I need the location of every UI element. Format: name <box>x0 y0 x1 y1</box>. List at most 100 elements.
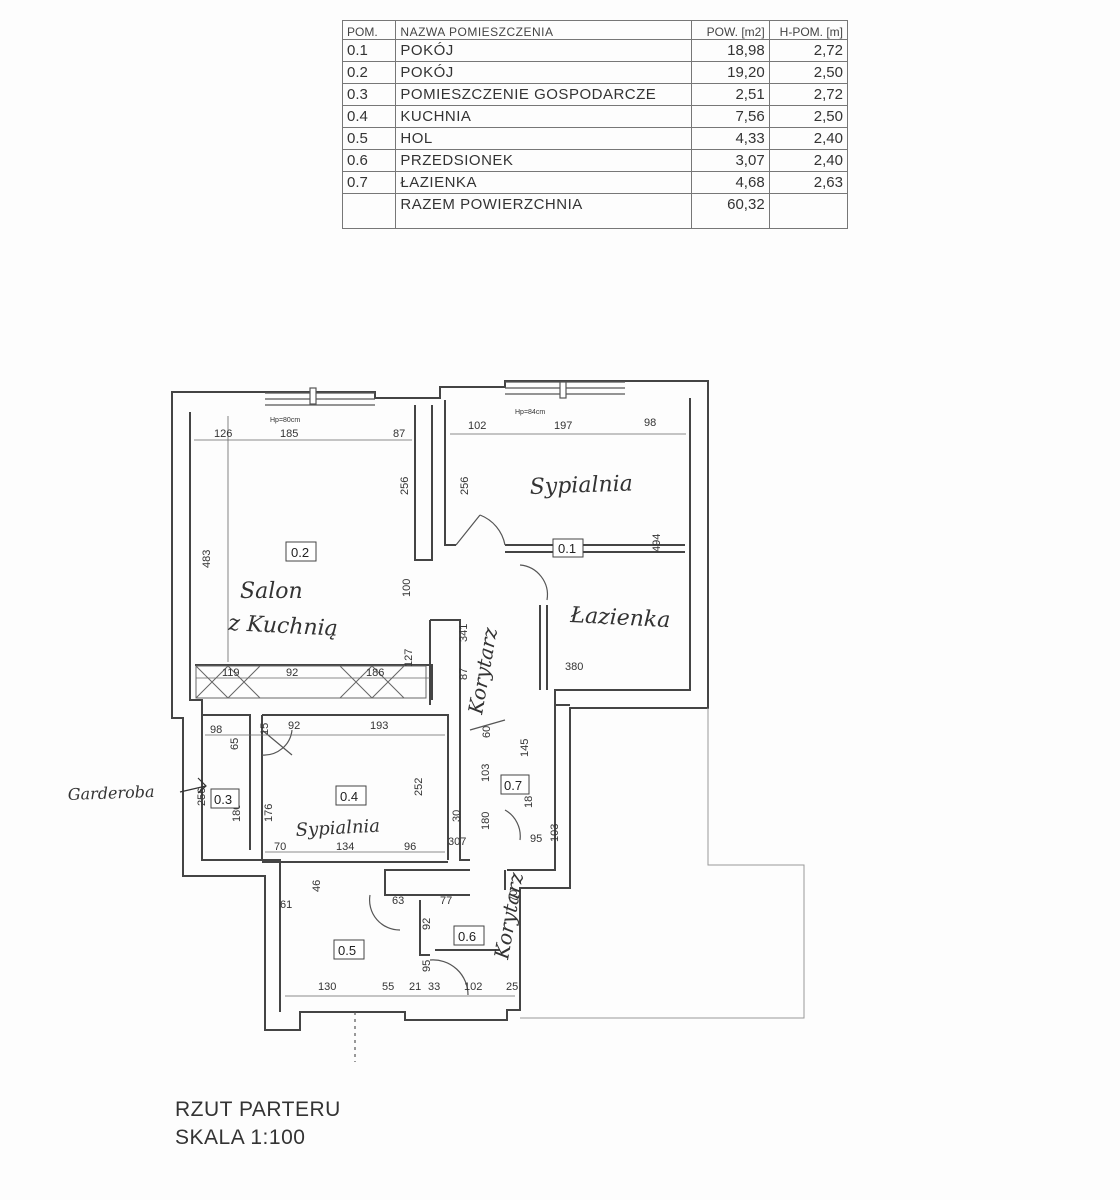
dim-label: 130 <box>318 981 336 993</box>
dim-label: 145 <box>519 739 531 757</box>
dim-label: 87 <box>458 668 470 680</box>
room-no: 0.4 <box>341 105 397 128</box>
handwritten-sypialnia-bottom: Sypialnia <box>295 816 380 841</box>
table-row: 0.4 KUCHNIA 7,56 2,50 <box>341 105 849 128</box>
door-vestibule <box>429 959 469 996</box>
dim-label: 119 <box>222 667 240 679</box>
handwritten-salon: Salon <box>240 579 303 604</box>
dim-label: 256 <box>459 477 471 495</box>
dim-label: 127 <box>403 649 415 667</box>
caption-title: RZUT PARTERU <box>175 1098 341 1121</box>
dim-label: 307 <box>448 836 466 848</box>
window-mark-2 <box>559 381 567 399</box>
room-tag-0-5: 0.5 <box>338 943 356 958</box>
dim-label: 46 <box>311 880 323 892</box>
dim-label: 103 <box>549 824 561 842</box>
window-mark-1 <box>309 387 317 405</box>
room-area: 2,51 <box>690 83 770 106</box>
dim-label: 185 <box>280 428 298 440</box>
table-row: 0.3 POMIESZCZENIE GOSPODARCZE 2,51 2,72 <box>341 83 849 106</box>
dim-label: 256 <box>196 788 208 806</box>
wall-kitchen <box>202 714 449 860</box>
room-tag-0-2: 0.2 <box>291 545 309 560</box>
dim-label: 483 <box>201 550 213 568</box>
wall-bedroom-left <box>444 400 456 546</box>
room-no: 0.1 <box>341 39 397 62</box>
garderoba-arrow <box>179 777 207 794</box>
room-area: 3,07 <box>690 149 770 172</box>
dim-label: 252 <box>413 778 425 796</box>
dimension-labels: 126 185 87 102 197 98 256 256 483 100 49… <box>196 417 663 993</box>
room-tags: 0.1 0.2 0.3 0.4 0.5 0.6 0.7 <box>210 538 584 960</box>
total-label: RAZEM POWIERZCHNIA <box>395 193 692 229</box>
room-name: PRZEDSIONEK <box>395 149 692 172</box>
dim-label: 25 <box>506 981 518 993</box>
room-no: 0.5 <box>341 127 397 150</box>
wall-bathroom-top <box>505 544 685 553</box>
dim-label: 102 <box>468 420 486 432</box>
wall-hall <box>384 870 506 956</box>
dim-label: 87 <box>393 428 405 440</box>
dim-label: 186 <box>366 667 384 679</box>
dimension-lines <box>194 416 686 997</box>
dim-label: 33 <box>428 981 440 993</box>
room-tag-0-3: 0.3 <box>214 792 232 807</box>
dim-label: 180 <box>480 812 492 830</box>
dim-label: 193 <box>370 720 388 732</box>
room-name: POMIESZCZENIE GOSPODARCZE <box>395 83 692 106</box>
room-area: 18,98 <box>690 39 770 62</box>
room-height: 2,50 <box>768 61 849 84</box>
door-swings <box>261 514 549 1062</box>
wall-vestibule <box>384 869 500 951</box>
dim-label: 126 <box>214 428 232 440</box>
handwritten-garderoba: Garderoba <box>67 782 154 804</box>
outer-wall-inner <box>189 412 281 1012</box>
door-kitchen <box>261 729 293 756</box>
dim-label: 92 <box>286 667 298 679</box>
window-note-salon: Hp=80cm <box>270 417 300 424</box>
outer-wall-inner-right <box>507 398 691 871</box>
room-tag-box <box>500 774 530 795</box>
dim-label: 96 <box>404 841 416 853</box>
wall-bathroom-left <box>539 605 548 690</box>
dim-label: 197 <box>554 420 572 432</box>
room-height: 2,40 <box>768 127 849 150</box>
window-note-bedroom: Hp=84cm <box>515 409 545 416</box>
window-salon <box>265 392 375 406</box>
handwritten-z-kuchnia: z Kuchnią <box>227 611 339 642</box>
door-bathroom <box>519 564 549 601</box>
handwritten-sypialnia-top: Sypialnia <box>529 471 633 500</box>
windows <box>265 381 625 406</box>
caption-scale: SKALA 1:100 <box>175 1126 306 1149</box>
dim-label: 15 <box>259 723 271 735</box>
table-row: 0.5 HOL 4,33 2,40 <box>341 127 849 150</box>
partition-hatch <box>195 665 405 699</box>
dim-label: 98 <box>210 724 222 736</box>
extension-outline <box>520 708 805 1019</box>
dim-label: 65 <box>229 738 241 750</box>
dim-label: 92 <box>288 720 300 732</box>
door-hall <box>368 894 401 931</box>
outer-wall-outline <box>171 380 709 1031</box>
wall-bath-right <box>459 700 570 861</box>
room-schedule-table: POM. NAZWA POMIESZCZENIA POW. [m2] H-POM… <box>341 20 849 229</box>
room-tag-box <box>335 785 367 806</box>
dim-label: 494 <box>651 534 663 552</box>
wall-salon-right <box>414 405 433 561</box>
dim-label: 103 <box>480 764 492 782</box>
dim-label: 100 <box>401 579 413 597</box>
total-blank-cell <box>768 193 849 229</box>
room-tag-0-6: 0.6 <box>458 929 476 944</box>
dim-label: 70 <box>274 841 286 853</box>
partition-salon <box>195 665 427 699</box>
handwritten-korytarz-lower: Korytarz <box>489 870 528 962</box>
room-tag-box <box>285 541 317 562</box>
dim-label: 70 <box>508 890 520 902</box>
room-name: ŁAZIENKA <box>395 171 692 194</box>
dim-label: 176 <box>263 804 275 822</box>
door-corridor <box>469 719 521 841</box>
table-row: 0.6 PRZEDSIONEK 3,07 2,40 <box>341 149 849 172</box>
dim-label: 61 <box>280 899 292 911</box>
room-tag-box <box>210 788 240 809</box>
